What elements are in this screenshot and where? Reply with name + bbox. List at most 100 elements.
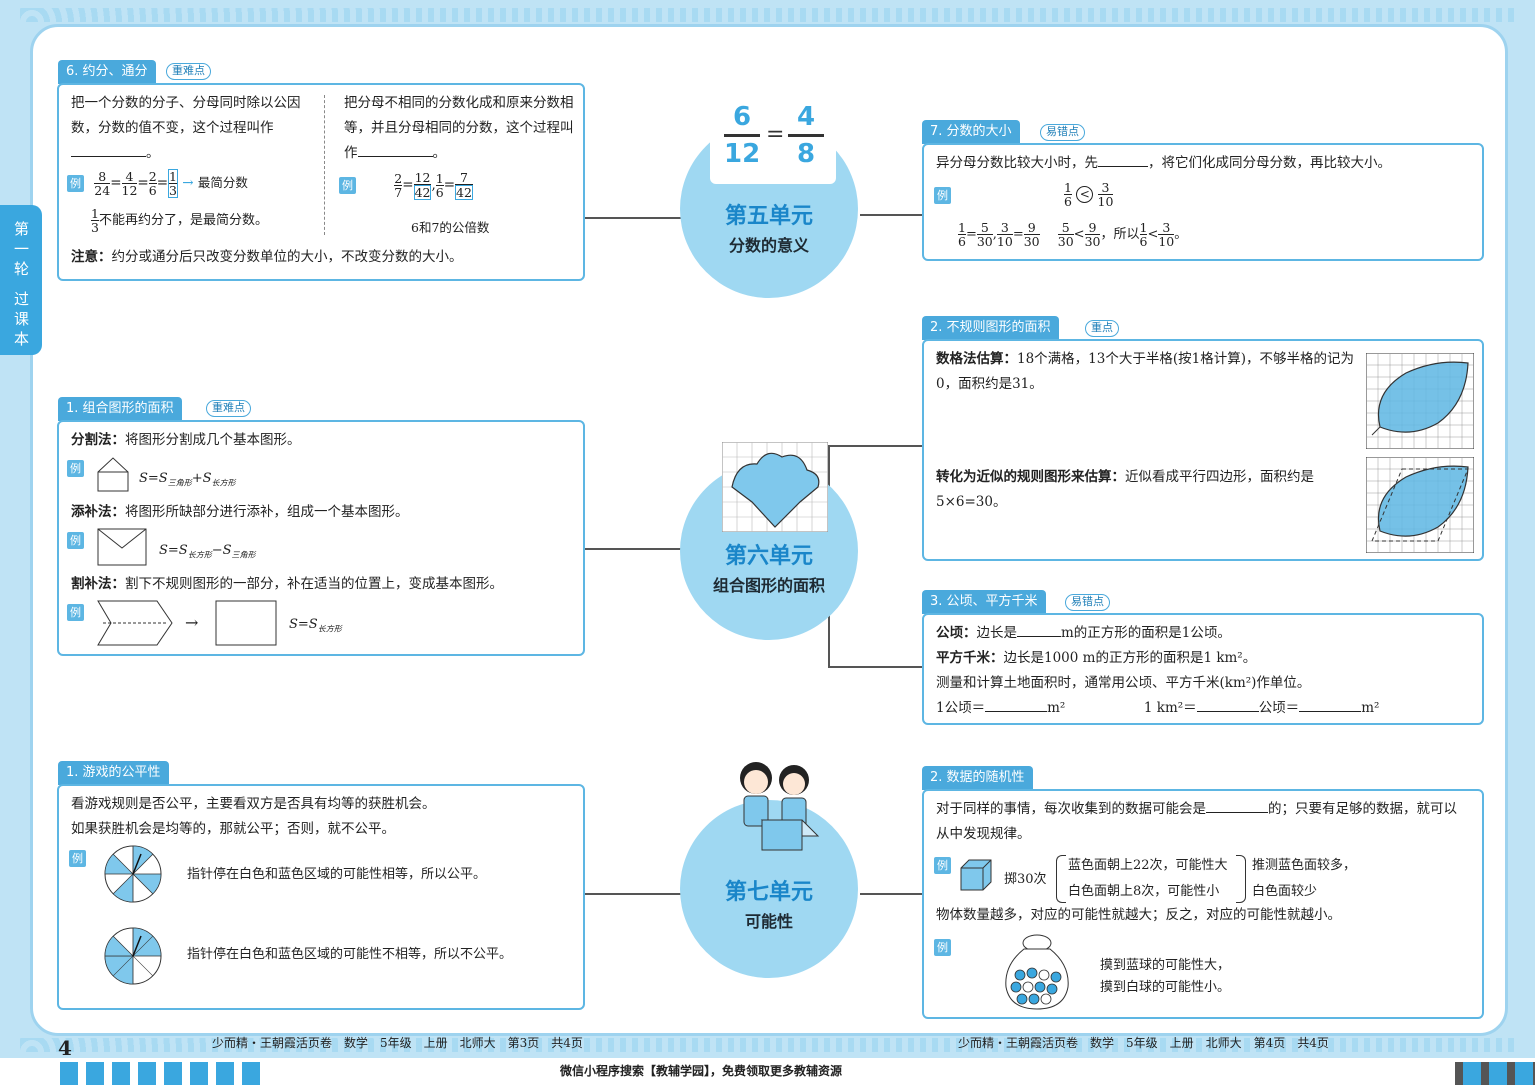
connector-u6-top — [828, 445, 922, 447]
compare-text1: 异分母分数比较大小时，先 — [936, 155, 1098, 171]
conv2-mid: 公顷＝ — [1258, 700, 1300, 716]
reduce-right-end: 。 — [432, 145, 447, 161]
footer-left: 少而精・王朝霞活页卷 数学 5年级 上册 北师大 第3页 共4页 — [212, 1036, 583, 1050]
lcm-label: 6和7的公倍数 — [411, 220, 490, 235]
simplest-label: 最简分数 — [197, 175, 248, 190]
hectare-blank — [1017, 623, 1061, 637]
side-tab: 第一轮 过课本 — [0, 205, 42, 355]
km-line: 平方千米：边长是1000 m的正方形的面积是1 km²。 — [936, 646, 1470, 671]
connector-u6-left — [585, 548, 685, 550]
irregular-box: 数格法估算：18个满格，13个大于半格(按1格计算)，不够半格的记为0，面积约是… — [922, 339, 1484, 561]
random-text2: 的；只要有足够的数据，就可以从中发现规律。 — [936, 801, 1457, 842]
fraction-right-num: 4 — [788, 100, 824, 137]
connector-u5-left — [585, 217, 685, 219]
hectare-badge: 易错点 — [1065, 594, 1110, 611]
fair-spinner — [104, 845, 162, 903]
fair-text1: 看游戏规则是否公平，主要看双方是否具有均等的获胜机会。 — [71, 796, 436, 812]
unit5-title: 第五单元 — [724, 204, 813, 229]
random-rule: 对于同样的事情，每次收集到的数据可能会是的；只要有足够的数据，就可以从中发现规律… — [936, 797, 1470, 847]
compare-example-badge: 例 — [934, 187, 951, 204]
fraction-right: 4 8 — [788, 100, 824, 171]
unit5-subtitle: 分数的意义 — [728, 236, 809, 255]
reduce-left-text: 把一个分数的分子、分母同时除以公因数，分数的值不变，这个过程叫作。 — [71, 91, 311, 166]
random-example-badge: 例 — [934, 857, 951, 874]
unit6-circle: 第六单元 组合图形的面积 — [680, 462, 858, 640]
connector-u7-left — [585, 893, 685, 895]
random-text1: 对于同样的事情，每次收集到的数据可能会是 — [936, 801, 1206, 817]
fill-formula: S=S长方形−S三角形 — [159, 543, 256, 560]
white-result: 白色面朝上8次，可能性小 — [1068, 884, 1220, 899]
connector-u5-right — [860, 214, 922, 216]
fair-example-badge: 例 — [69, 850, 86, 867]
side-tab-line2: 过课本 — [14, 290, 30, 348]
ball-blue-text: 摸到蓝球的可能性大， — [1100, 958, 1231, 973]
hectare-tag: 3. 公顷、平方千米 — [922, 590, 1046, 614]
note-text: 约分或通分后只改变分数单位的大小，不改变分数的大小。 — [111, 249, 463, 265]
footer-right: 少而精・王朝霞活页卷 数学 5年级 上册 北师大 第4页 共4页 — [958, 1036, 1329, 1050]
km-text: 边长是1000 m的正方形的面积是1 km²。 — [1003, 650, 1257, 666]
fair-result-text: 指针停在白色和蓝色区域的可能性相等，所以公平。 — [187, 867, 487, 882]
compare-text2: ，将它们化成同分母分数，再比较大小。 — [1148, 155, 1391, 171]
grid-label: 数格法估算： — [936, 351, 1017, 367]
envelope-shape — [97, 528, 147, 566]
ball-white-text: 摸到白球的可能性小。 — [1100, 980, 1231, 995]
infer-line1: 推测蓝色面较多， — [1252, 858, 1357, 873]
compare-example-badge-wrap: 例 — [934, 183, 951, 208]
unit5-fraction-illustration: 6 12 = 4 8 — [710, 92, 836, 184]
irregular-tag: 2. 不规则图形的面积 — [922, 316, 1059, 340]
reduce-third-text: 不能再约分了，是最简分数。 — [98, 213, 268, 228]
arrow-shape — [97, 600, 173, 646]
reduce-box: 把一个分数的分子、分母同时除以公因数，分数的值不变，这个过程叫作。 把分母不相同… — [57, 83, 585, 281]
fraction-left-den: 12 — [724, 139, 761, 169]
random-example-badge-2: 例 — [934, 939, 951, 956]
split-formula: S=S三角形+S长方形 — [139, 471, 236, 488]
split-label: 分割法： — [71, 432, 125, 448]
fraction-left: 6 12 — [724, 100, 760, 171]
note-label: 注意： — [71, 249, 112, 265]
split-text: 将图形分割成几个基本图形。 — [125, 432, 301, 448]
random-tag: 2. 数据的随机性 — [922, 766, 1033, 790]
fraction-right-den: 8 — [796, 139, 816, 169]
cut-example-badge: 例 — [67, 604, 84, 621]
compare-badge: 易错点 — [1040, 124, 1085, 141]
unit7-subtitle: 可能性 — [744, 912, 793, 931]
hectare-label: 公顷： — [936, 625, 977, 641]
rectangle-shape — [215, 600, 277, 646]
km-label: 平方千米： — [936, 650, 1004, 666]
infer-line2: 白色面较少 — [1252, 884, 1318, 899]
reduce-example-badge: 例 — [67, 175, 84, 192]
cut-formula: S=S长方形 — [289, 617, 342, 634]
unit7-title: 第七单元 — [724, 880, 813, 905]
ball-jar-icon — [1005, 934, 1069, 1010]
unit7-children-illustration — [740, 762, 820, 851]
conversion-line: 1公顷＝m² 1 km²＝公顷＝m² — [936, 696, 1470, 721]
grid-method: 数格法估算：18个满格，13个大于半格(按1格计算)，不够半格的记为0，面积约是… — [936, 347, 1356, 397]
fill-label: 添补法： — [71, 504, 125, 520]
cut-example: 例 → S=S长方形 — [67, 600, 487, 648]
house-shape — [97, 457, 129, 492]
top-wave-border — [20, 8, 1515, 22]
reduce-tag: 6. 约分、通分 — [58, 60, 156, 84]
grid-text: 18个满格，13个大于半格(按1格计算)，不够半格的记为0，面积约是31。 — [936, 351, 1354, 392]
reduce-right-definition: 把分母不相同的分数化成和原来分数相等，并且分母相同的分数，这个过程叫作 — [344, 95, 574, 161]
split-example: 例 S=S三角形+S长方形 — [67, 456, 467, 496]
fill-line: 添补法：将图形所缺部分进行添补，组成一个基本图形。 — [71, 500, 409, 525]
reduce-left-end: 。 — [146, 145, 160, 161]
connector-u7-right — [860, 893, 922, 895]
throw-count: 掷30次 — [1004, 872, 1047, 887]
composite-tag: 1. 组合图形的面积 — [58, 397, 182, 421]
fraction-equals: = — [766, 122, 785, 147]
connector-u6-bottom — [828, 666, 922, 668]
result-brace — [1236, 855, 1246, 903]
bottom-wave-border — [20, 1038, 1515, 1052]
bottom-stripes-left — [60, 1062, 260, 1085]
